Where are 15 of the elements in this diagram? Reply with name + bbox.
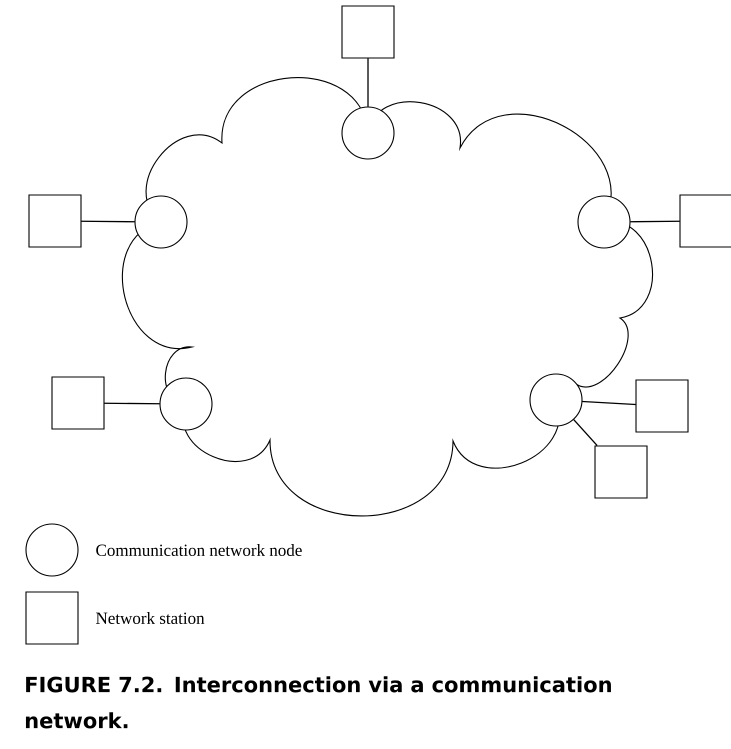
station-box <box>635 379 689 433</box>
station-box <box>51 376 105 430</box>
connector-line <box>573 419 598 446</box>
station-box <box>28 194 82 248</box>
figure-caption: FIGURE 7.2. Interconnection via a communication network. <box>26 676 611 728</box>
connector-line <box>582 400 636 406</box>
station-box <box>341 5 395 59</box>
connector-line <box>104 402 160 404</box>
connector-line <box>367 58 369 106</box>
legend-label: Communication network node <box>96 544 302 556</box>
legend-label: Network station <box>96 612 204 624</box>
connector-line <box>630 220 680 222</box>
station-box <box>679 194 731 248</box>
station-box <box>594 445 648 499</box>
connector-line <box>82 220 134 222</box>
